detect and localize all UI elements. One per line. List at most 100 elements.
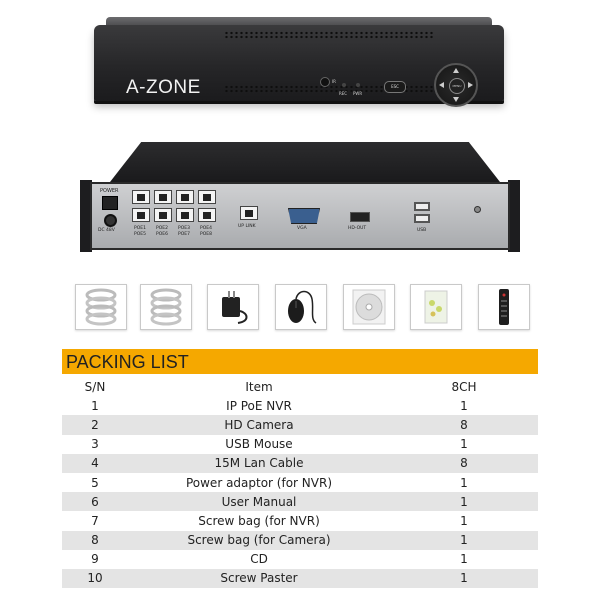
poe-label: POE5 — [134, 232, 146, 237]
arrow-left-icon — [439, 82, 444, 88]
poe-port-icon — [198, 190, 216, 204]
cell-item: Screw bag (for NVR) — [198, 513, 320, 528]
poe-label: POE2 — [156, 226, 168, 231]
lan-cable-icon — [150, 288, 182, 326]
poe-label: POE8 — [200, 232, 212, 237]
cell-sn: 5 — [91, 475, 99, 490]
packing-list-header: PACKING LIST — [62, 349, 538, 374]
screw-bag-icon — [424, 290, 448, 324]
nvr-rear-image: POWER DC 48V POE1 POE2 POE3 POE4 POE5 PO… — [80, 140, 520, 260]
cell-qty: 8 — [390, 415, 538, 435]
usb-port-icon — [414, 202, 430, 211]
poe-port-icon — [154, 208, 172, 222]
accessory-thumb-lan-cable — [140, 284, 192, 330]
cell-sn: 1 — [91, 398, 99, 413]
cell-item: Power adaptor (for NVR) — [185, 475, 333, 490]
power-switch-icon — [102, 196, 118, 210]
cell-item: HD Camera — [128, 415, 390, 435]
arrow-down-icon — [453, 97, 459, 102]
poe-label: POE7 — [178, 232, 190, 237]
menu-button: MENU — [449, 78, 465, 94]
cell-item: IP PoE NVR — [226, 398, 292, 413]
hdmi-port-icon — [350, 212, 370, 222]
nvr-rear-top — [110, 142, 500, 182]
cell-sn: 3 — [91, 437, 99, 452]
nvr-front-panel: A-ZONE IR REC PWR ESC MENU — [94, 25, 504, 107]
poe-port-icon — [132, 208, 150, 222]
poe-port-icon — [176, 208, 194, 222]
cell-qty: 8 — [390, 453, 538, 473]
vent-grille-bottom — [224, 85, 434, 93]
accessory-thumb-screw-bag — [410, 284, 462, 330]
poe-label: POE6 — [156, 232, 168, 237]
cell-item: Screw bag (for Camera) — [128, 530, 390, 550]
esc-button: ESC — [384, 81, 406, 93]
screw-icon — [474, 206, 481, 213]
poe-label: POE1 — [134, 226, 146, 231]
poe-port-icon — [198, 208, 216, 222]
poe-port-icon — [132, 190, 150, 204]
vga-label: VGA — [297, 226, 307, 231]
cell-qty: 1 — [460, 513, 468, 528]
cell-sn: 4 — [62, 453, 128, 473]
accessory-thumb-cd — [343, 284, 395, 330]
cell-sn: 2 — [62, 415, 128, 435]
accessory-thumb-remote — [478, 284, 530, 330]
column-header-qty: 8CH — [390, 377, 538, 397]
ir-label: IR — [332, 79, 336, 84]
vga-port-icon — [288, 208, 320, 224]
cell-sn: 9 — [91, 552, 99, 567]
uplink-label: UP LINK — [238, 224, 256, 229]
poe-label: POE3 — [178, 226, 190, 231]
cell-sn: 7 — [91, 513, 99, 528]
usb-mouse-icon — [288, 290, 317, 324]
dc-label: DC 48V — [98, 228, 115, 233]
poe-port-icon — [154, 190, 172, 204]
arrow-right-icon — [468, 82, 473, 88]
column-header-sn: S/N — [62, 377, 128, 397]
table-row: 9 CD 1 — [62, 550, 538, 569]
nvr-front-image: A-ZONE IR REC PWR ESC MENU — [80, 15, 520, 115]
cell-qty: 1 — [460, 475, 468, 490]
nvr-rear-side-left — [80, 180, 92, 252]
cell-item: 15M Lan Cable — [128, 453, 390, 473]
pwr-label: PWR — [353, 91, 363, 96]
cell-item: Screw Paster — [128, 568, 390, 589]
cell-sn: 10 — [62, 568, 128, 589]
pwr-led-icon — [356, 83, 360, 87]
cell-item: User Manual — [128, 492, 390, 512]
cell-sn: 6 — [62, 492, 128, 512]
table-header-row: S/N Item 8CH — [62, 377, 538, 397]
cell-qty: 1 — [460, 398, 468, 413]
rec-led-icon — [342, 83, 346, 87]
cell-qty: 1 — [460, 552, 468, 567]
poe-label: POE4 — [200, 226, 212, 231]
accessory-thumb-usb-mouse — [275, 284, 327, 330]
brand-logo: A-ZONE — [126, 77, 201, 98]
lan-cable-icon — [85, 288, 117, 326]
cell-qty: 1 — [460, 437, 468, 452]
vent-grille-top — [224, 31, 434, 39]
uplink-port-icon — [240, 206, 258, 220]
poe-port-icon — [176, 190, 194, 204]
cell-item: USB Mouse — [225, 437, 293, 452]
cell-item: CD — [250, 552, 268, 567]
ir-sensor-icon — [320, 77, 330, 87]
nvr-rear-side-right — [508, 180, 520, 252]
cell-qty: 1 — [390, 492, 538, 512]
accessory-thumb-power-adaptor — [207, 284, 259, 330]
power-label: POWER — [100, 188, 119, 194]
packing-list-title: PACKING LIST — [66, 352, 189, 372]
cell-sn: 8 — [62, 530, 128, 550]
power-adaptor-icon — [222, 291, 248, 324]
cell-qty: 1 — [390, 530, 538, 550]
table-row: 7 Screw bag (for NVR) 1 — [62, 511, 538, 530]
accessory-thumb-lan-cable — [75, 284, 127, 330]
